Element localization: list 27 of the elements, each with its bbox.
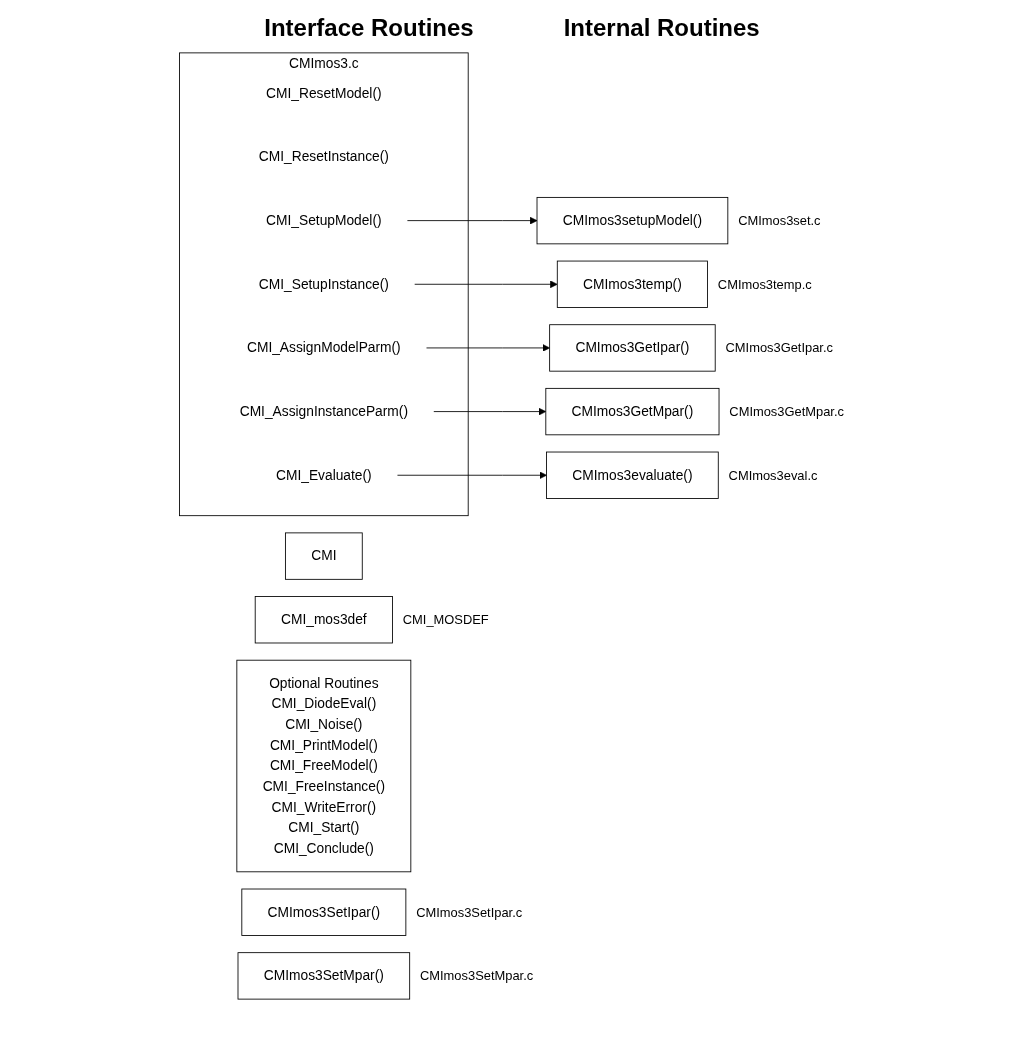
node-box: CMI — [285, 532, 363, 580]
node-box: CMImos3SetIpar() — [241, 888, 407, 936]
node-text: CMI_AssignInstanceParm() — [239, 403, 408, 419]
node-text: CMI_Evaluate() — [276, 467, 372, 483]
node-box: CMImos3evaluate() — [546, 451, 719, 499]
file-name: CMImos3SetMpar.c — [420, 968, 534, 984]
node-box: CMImos3temp() — [556, 260, 708, 308]
file-name: CMImos3temp.c — [717, 276, 812, 292]
file-name: CMI_MOSDEF — [402, 612, 489, 628]
node-text: CMI_AssignModelParm() — [246, 340, 401, 355]
file-name: CMImos3GetMpar.c — [729, 403, 844, 419]
node-box: Optional Routines CMI_DiodeEval() CMI_Noise() CMI_PrintModel() CMI_FreeModel() CMI_FreeInstance() CMI_WriteError() CMI_Start() CMI_Conclude() — [236, 659, 412, 873]
node-text: CMI_SetupInstance() — [258, 276, 389, 292]
file-name: CMImos3GetIpar.c — [725, 340, 833, 356]
node-box: CMImos3GetIpar() — [549, 324, 716, 372]
node-box: CMImos3SetMpar() — [237, 952, 411, 1000]
column-heading: Internal Routines — [563, 14, 760, 42]
file-name: CMImos3eval.c — [728, 467, 818, 483]
node-box: CMI_mos3def — [254, 596, 393, 644]
node-box: CMImos3setupModel() — [536, 196, 729, 245]
node-text: CMI_ResetModel() — [266, 85, 382, 101]
node-text: CMI_SetupModel() — [266, 212, 382, 228]
node-box: CMImos3GetMpar() — [545, 387, 720, 436]
node-text: CMI_ResetInstance() — [258, 149, 389, 164]
file-name: CMImos3set.c — [738, 212, 821, 228]
column-heading: Interface Routines — [264, 14, 474, 42]
file-name: CMImos3SetIpar.c — [416, 904, 523, 920]
